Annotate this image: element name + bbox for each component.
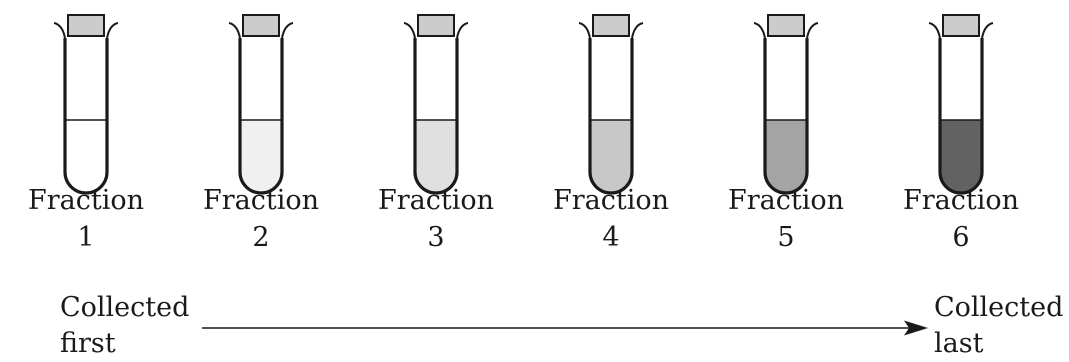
test-tube-icon bbox=[753, 14, 819, 195]
tube-cap bbox=[767, 14, 805, 37]
collected-last-line2: last bbox=[934, 328, 984, 359]
tube-liquid bbox=[765, 120, 807, 193]
tube-lip-left bbox=[228, 22, 241, 39]
tube-liquid bbox=[415, 120, 457, 193]
test-tube-icon bbox=[53, 14, 119, 195]
fraction-word: Fraction bbox=[378, 185, 494, 216]
test-tube-icon bbox=[928, 14, 994, 195]
fraction-tube-6: Fraction 6 bbox=[881, 0, 1041, 270]
tube-lip-right bbox=[806, 22, 819, 39]
fraction-tube-3: Fraction 3 bbox=[356, 0, 516, 270]
fraction-tube-1: Fraction 1 bbox=[6, 0, 166, 270]
collected-last-line1: Collected bbox=[934, 292, 1064, 323]
fraction-tube-2: Fraction 2 bbox=[181, 0, 341, 270]
tube-lip-right bbox=[981, 22, 994, 39]
fraction-number: 2 bbox=[252, 222, 270, 253]
tube-cap bbox=[242, 14, 280, 37]
tube-cap bbox=[417, 14, 455, 37]
fraction-word: Fraction bbox=[28, 185, 144, 216]
tube-lip-left bbox=[753, 22, 766, 39]
tube-cap bbox=[592, 14, 630, 37]
fraction-word: Fraction bbox=[903, 185, 1019, 216]
fraction-tube-4: Fraction 4 bbox=[531, 0, 691, 270]
collected-first-line1: Collected bbox=[60, 292, 190, 323]
fraction-tube-5: Fraction 5 bbox=[706, 0, 866, 270]
tube-lip-right bbox=[456, 22, 469, 39]
tube-lip-right bbox=[106, 22, 119, 39]
test-tube-icon bbox=[403, 14, 469, 195]
right-arrow-icon bbox=[202, 320, 928, 336]
tube-body bbox=[238, 38, 284, 195]
fraction-label-4: Fraction 4 bbox=[531, 182, 691, 256]
tube-liquid bbox=[240, 120, 282, 193]
tube-cap bbox=[67, 14, 105, 37]
fraction-number: 4 bbox=[602, 222, 620, 253]
tube-body bbox=[413, 38, 459, 195]
fraction-label-6: Fraction 6 bbox=[881, 182, 1041, 256]
tube-liquid bbox=[590, 120, 632, 193]
collected-last-label: Collected last bbox=[934, 290, 1063, 362]
tube-body bbox=[763, 38, 809, 195]
tube-body bbox=[63, 38, 109, 195]
test-tube-icon bbox=[228, 14, 294, 195]
collected-first-line2: first bbox=[60, 328, 116, 359]
fraction-word: Fraction bbox=[728, 185, 844, 216]
tube-lip-left bbox=[928, 22, 941, 39]
test-tube-icon bbox=[578, 14, 644, 195]
fraction-number: 1 bbox=[77, 222, 95, 253]
fraction-label-3: Fraction 3 bbox=[356, 182, 516, 256]
tube-liquid bbox=[940, 120, 982, 193]
fraction-number: 6 bbox=[952, 222, 970, 253]
collected-first-label: Collected first bbox=[60, 290, 189, 362]
tube-liquid bbox=[65, 120, 107, 193]
fraction-label-2: Fraction 2 bbox=[181, 182, 341, 256]
tube-lip-left bbox=[403, 22, 416, 39]
fraction-label-5: Fraction 5 bbox=[706, 182, 866, 256]
fraction-label-1: Fraction 1 bbox=[6, 182, 166, 256]
tube-body bbox=[938, 38, 984, 195]
arrow-head bbox=[904, 320, 928, 336]
collection-order: Collected first Collected last bbox=[0, 284, 1069, 359]
fraction-number: 3 bbox=[427, 222, 445, 253]
tube-lip-right bbox=[281, 22, 294, 39]
tube-cap bbox=[942, 14, 980, 37]
fraction-word: Fraction bbox=[553, 185, 669, 216]
tube-lip-left bbox=[578, 22, 591, 39]
tube-body bbox=[588, 38, 634, 195]
tube-lip-left bbox=[53, 22, 66, 39]
fraction-number: 5 bbox=[777, 222, 795, 253]
fraction-word: Fraction bbox=[203, 185, 319, 216]
tube-lip-right bbox=[631, 22, 644, 39]
